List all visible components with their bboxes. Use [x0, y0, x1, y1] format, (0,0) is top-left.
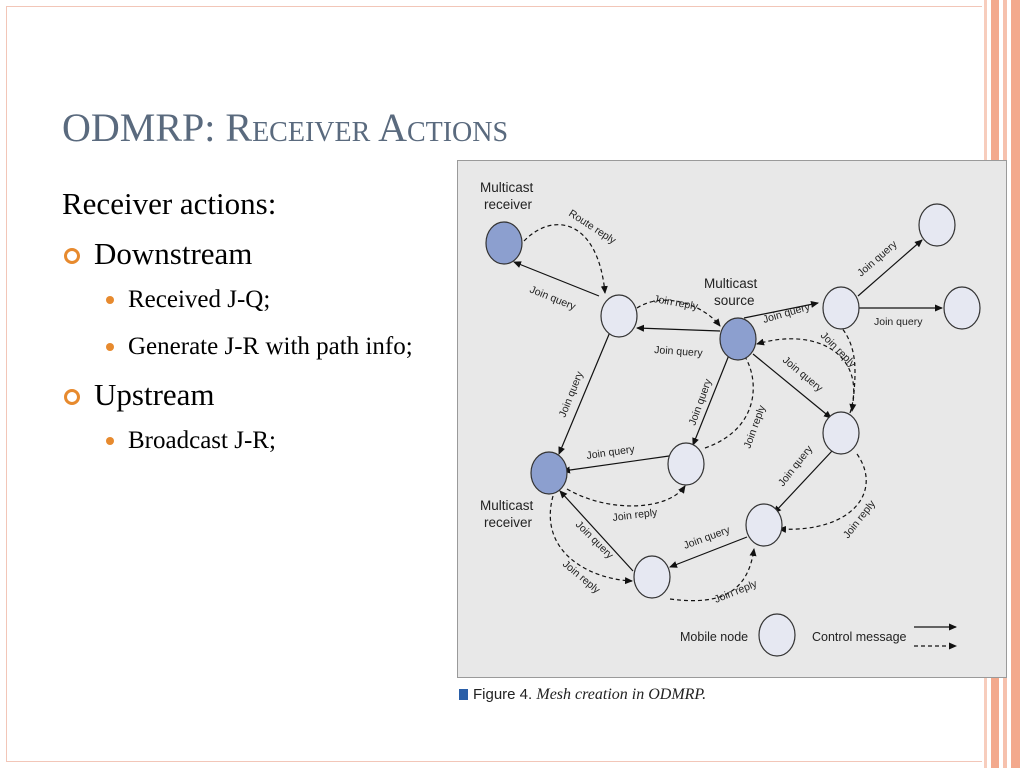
svg-text:Route reply: Route reply	[566, 207, 618, 247]
svg-text:Join query: Join query	[874, 316, 923, 328]
relay-node	[822, 411, 860, 455]
svg-text:Join reply: Join reply	[560, 558, 603, 597]
bullet-list: Receiver actions: Downstream Received J-…	[62, 186, 472, 472]
caption-text: Mesh creation in ODMRP.	[536, 686, 707, 703]
bullet-downstream: Downstream	[62, 236, 472, 272]
svg-text:Multicast: Multicast	[704, 276, 758, 291]
svg-text:Join reply: Join reply	[652, 293, 699, 313]
relay-node	[822, 286, 860, 330]
svg-text:source: source	[714, 293, 755, 308]
network-nodes	[485, 203, 981, 599]
multicast-receiver-node	[530, 451, 568, 495]
svg-text:receiver: receiver	[484, 197, 533, 212]
caption-marker-icon	[459, 689, 468, 700]
relay-node	[667, 442, 705, 486]
solid-query-arrows	[513, 239, 943, 572]
relay-node	[918, 203, 956, 247]
sub-bullet: Received J-Q;	[106, 284, 472, 317]
dashed-reply-arrows	[523, 224, 867, 602]
caption-label: Figure 4.	[473, 686, 533, 703]
ring-bullet-icon	[64, 389, 80, 405]
svg-text:Join query: Join query	[855, 238, 900, 279]
legend-node-icon	[758, 613, 796, 657]
relay-node	[633, 555, 671, 599]
svg-text:Join query: Join query	[557, 369, 587, 419]
intro-text: Receiver actions:	[62, 186, 277, 221]
sub-bullet: Generate J-R with path info;	[106, 331, 446, 364]
svg-text:Join reply: Join reply	[612, 506, 659, 523]
ring-bullet-icon	[64, 248, 80, 264]
node-labels: Multicast receiver Multicast source Mult…	[480, 180, 758, 530]
bullet-upstream: Upstream	[62, 377, 472, 413]
svg-text:Join query: Join query	[682, 524, 732, 552]
svg-text:Join query: Join query	[528, 284, 578, 314]
svg-text:Multicast: Multicast	[480, 180, 534, 195]
multicast-receiver-node	[485, 221, 523, 265]
svg-text:Join reply: Join reply	[841, 497, 879, 540]
svg-text:Join query: Join query	[776, 443, 816, 489]
svg-text:Join reply: Join reply	[742, 403, 769, 450]
svg-text:Join query: Join query	[586, 443, 636, 462]
svg-text:Join query: Join query	[780, 354, 825, 395]
figure-caption: Figure 4. Mesh creation in ODMRP.	[459, 686, 706, 704]
slide-title: ODMRP: Receiver Actions	[62, 105, 509, 150]
svg-text:Join reply: Join reply	[713, 578, 760, 606]
dot-bullet-icon	[106, 296, 114, 304]
mesh-diagram-figure: Multicast receiver Multicast source Mult…	[457, 160, 1007, 678]
svg-text:Control message: Control message	[812, 630, 907, 644]
svg-text:Join query: Join query	[573, 519, 616, 562]
relay-node	[600, 294, 638, 338]
relay-node	[943, 286, 981, 330]
dot-bullet-icon	[106, 437, 114, 445]
svg-text:Join query: Join query	[654, 344, 704, 359]
svg-text:Multicast: Multicast	[480, 498, 534, 513]
multicast-source-node	[719, 317, 757, 361]
legend: Mobile node Control message	[680, 613, 957, 657]
relay-node	[745, 503, 783, 547]
dot-bullet-icon	[106, 342, 114, 351]
edge-labels: Route reply Join query Join reply Join q…	[528, 207, 923, 605]
sub-bullet: Broadcast J-R;	[106, 425, 472, 458]
svg-text:receiver: receiver	[484, 515, 533, 530]
svg-text:Join query: Join query	[762, 301, 813, 326]
svg-text:Mobile node: Mobile node	[680, 630, 748, 644]
